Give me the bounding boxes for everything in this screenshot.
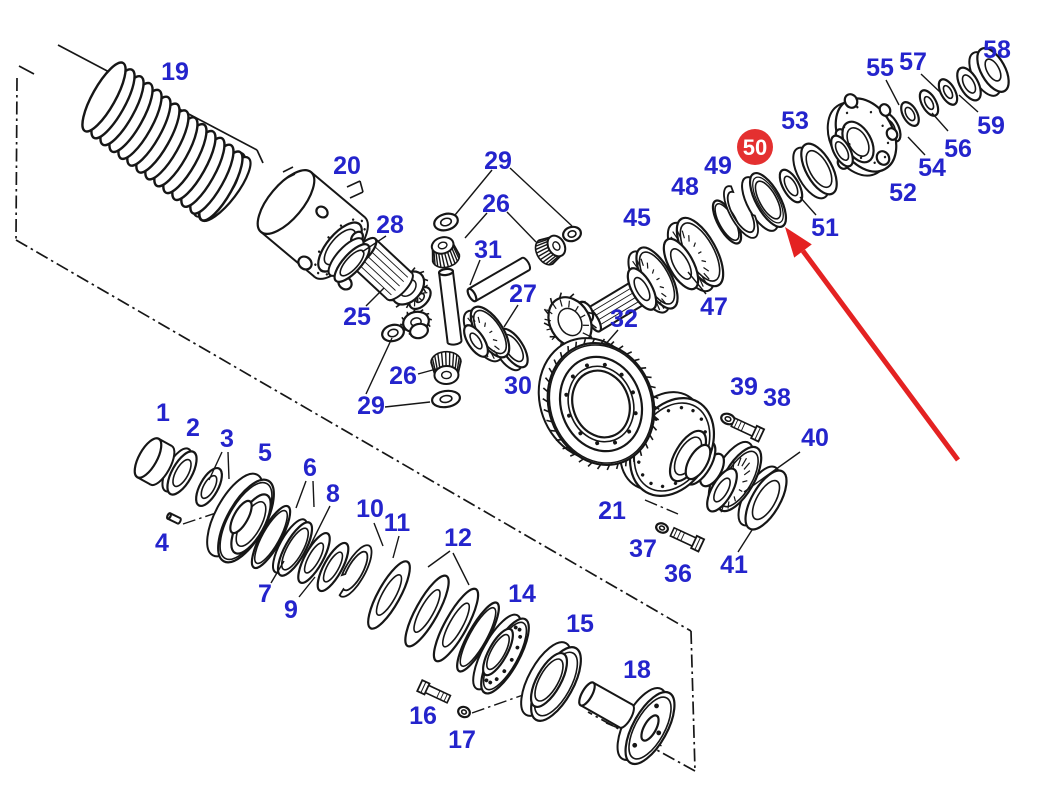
part-number-label: 37 (629, 535, 657, 563)
part-number-label: 17 (448, 726, 476, 754)
part-number-label: 52 (889, 179, 917, 207)
part-number-label: 25 (343, 303, 371, 331)
part-number-label: 31 (474, 236, 502, 264)
part-number-label: 59 (977, 112, 1005, 140)
part-number-label: 57 (899, 48, 927, 76)
part-number-label: 12 (444, 524, 472, 552)
part-number-label: 54 (918, 154, 946, 182)
part-number-label: 55 (866, 54, 894, 82)
part-number-label: 45 (623, 204, 651, 232)
part-number-label: 8 (326, 480, 340, 508)
highlight-badge-number: 50 (743, 135, 767, 160)
part-number-label: 10 (356, 495, 384, 523)
highlight-badge-circle (737, 129, 773, 165)
part-number-label: 7 (258, 580, 272, 608)
part-number-label: 28 (376, 211, 404, 239)
part-number-label: 58 (983, 36, 1011, 64)
part-number-label: 27 (509, 280, 537, 308)
part-number-label: 51 (811, 214, 839, 242)
part-number-label: 49 (704, 152, 732, 180)
part-number-label: 2 (186, 414, 200, 442)
part-number-label: 5 (258, 439, 272, 467)
part-number-label: 29 (357, 392, 385, 420)
part-number-label: 40 (801, 424, 829, 452)
part-number-label: 4 (155, 529, 169, 557)
part-number-label: 56 (944, 135, 972, 163)
part-number-label: 48 (671, 173, 699, 201)
part-number-label: 36 (664, 560, 692, 588)
part-number-label: 19 (161, 58, 189, 86)
part-number-label: 30 (504, 372, 532, 400)
part-number-label: 53 (781, 107, 809, 135)
part-number-label: 18 (623, 656, 651, 684)
red-arrow-head (785, 227, 812, 258)
part-number-label: 47 (700, 293, 728, 321)
part-number-label: 16 (409, 702, 437, 730)
part-number-label: 6 (303, 454, 317, 482)
part-number-label: 21 (598, 497, 626, 525)
part-number-label: 38 (763, 384, 791, 412)
part-number-label: 39 (730, 373, 758, 401)
part-number-label: 20 (333, 152, 361, 180)
red-arrow-line (800, 249, 961, 462)
part-number-label: 9 (284, 596, 298, 624)
part-number-label: 41 (720, 551, 748, 579)
part-number-label: 1 (156, 399, 170, 427)
part-number-label: 32 (610, 305, 638, 333)
part-number-label: 3 (220, 425, 234, 453)
part-number-label: 26 (482, 190, 510, 218)
part-number-label: 15 (566, 610, 594, 638)
part-number-label: 14 (508, 580, 536, 608)
part-number-label: 26 (389, 362, 417, 390)
part-number-label: 29 (484, 147, 512, 175)
part-number-label: 11 (384, 509, 411, 537)
